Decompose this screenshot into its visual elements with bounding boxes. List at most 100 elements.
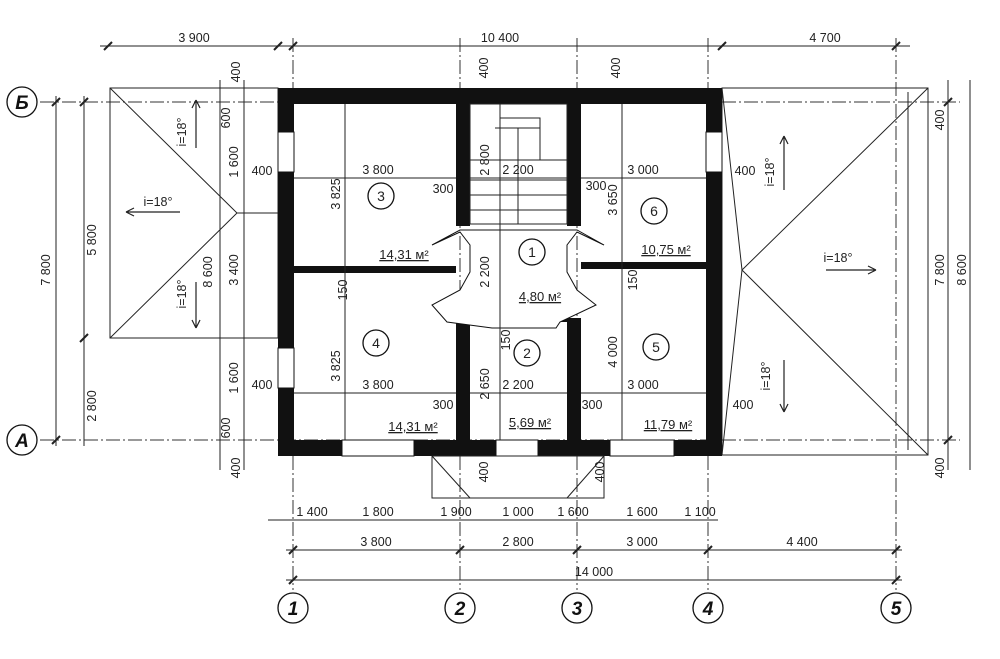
room-3-number: 3 <box>377 188 385 204</box>
axis-bubble-1: 1 <box>277 592 309 624</box>
room-1-number: 1 <box>528 244 536 260</box>
roof-right <box>721 87 929 456</box>
axis-bubble-a: А <box>6 424 38 456</box>
room-2-marker: 2 <box>513 339 541 367</box>
room-dimension-lines <box>294 104 706 440</box>
axis-label-1: 1 <box>288 599 299 620</box>
room-4-number: 4 <box>372 335 380 351</box>
dimension-ticks <box>51 41 953 585</box>
slope-arrow-left <box>125 207 180 217</box>
room-4-area: 14,31 м² <box>388 419 438 434</box>
dim-bottom-5: 1 600 <box>557 505 588 519</box>
dim-left-in-9: 600 <box>219 418 233 439</box>
outer-dimension-lines <box>55 45 971 581</box>
hall-height: 2 200 <box>478 256 492 287</box>
axis-label-5: 5 <box>891 599 902 620</box>
dim-left-in-2: 600 <box>219 108 233 129</box>
room-5-number: 5 <box>652 339 660 355</box>
dim-right-3: 8 600 <box>955 254 969 285</box>
slope-right-mid: i=18° <box>824 251 853 265</box>
room-2-height: 2 650 <box>478 368 492 399</box>
dim-left-in-4: 400 <box>252 164 273 178</box>
wall-400-c: 400 <box>735 164 756 178</box>
dim-bottom-4: 1 000 <box>502 505 533 519</box>
room-5-height: 4 000 <box>606 336 620 367</box>
axis-bubble-b: Б <box>6 86 38 118</box>
slope-left-mid: i=18° <box>144 195 173 209</box>
room-6-width: 3 000 <box>627 163 658 177</box>
axis-label-3: 3 <box>572 599 583 620</box>
dim-left-total: 7 800 <box>39 254 53 285</box>
dim-top-right: 4 700 <box>809 31 840 45</box>
slope-arrow-up-left <box>191 99 201 148</box>
room-6-wall: 300 <box>586 179 607 193</box>
wall-400-d: 400 <box>733 398 754 412</box>
dim-bottom-row2-3: 3 000 <box>626 535 657 549</box>
slope-right-top: i=18° <box>763 158 777 187</box>
dim-bottom-6: 1 600 <box>626 505 657 519</box>
room-3-marker: 3 <box>367 182 395 210</box>
dim-bottom-3: 1 900 <box>440 505 471 519</box>
dim-left-in-1: 400 <box>229 62 243 83</box>
dim-left-bottom: 2 800 <box>85 390 99 421</box>
room-3-height: 3 825 <box>329 178 343 209</box>
room-2-width: 2 200 <box>502 378 533 392</box>
slope-arrow-down-left <box>191 282 201 329</box>
room-5-area: 11,79 м² <box>644 417 693 432</box>
wall-150-b: 150 <box>626 270 640 291</box>
dim-right-2: 7 800 <box>933 254 947 285</box>
dim-left-in-10: 400 <box>229 458 243 479</box>
slope-arrow-down-right <box>779 360 789 413</box>
wall-400-b: 400 <box>609 58 623 79</box>
wall-150-a: 150 <box>336 280 350 301</box>
slope-right-bottom: i=18° <box>759 362 773 391</box>
room-4-wall: 300 <box>433 398 454 412</box>
room-1-marker: 1 <box>518 238 546 266</box>
dim-top-left: 3 900 <box>178 31 209 45</box>
dim-left-in-8: 400 <box>252 378 273 392</box>
room-6-marker: 6 <box>640 197 668 225</box>
axis-bubble-5: 5 <box>880 592 912 624</box>
wall-400-f: 400 <box>593 462 607 483</box>
dim-bottom-row2-2: 2 800 <box>502 535 533 549</box>
axis-bubble-2: 2 <box>444 592 476 624</box>
dim-left-in-7: 1 600 <box>227 362 241 393</box>
dim-top-middle: 10 400 <box>481 31 519 45</box>
dim-left-in-3: 1 600 <box>227 146 241 177</box>
room-3-width: 3 800 <box>362 163 393 177</box>
stair-width: 2 200 <box>502 163 533 177</box>
wall-400-e: 400 <box>477 462 491 483</box>
axis-bubble-4: 4 <box>692 592 724 624</box>
axis-label-b: Б <box>15 93 28 114</box>
room-5-width: 3 000 <box>627 378 658 392</box>
axis-bubble-3: 3 <box>561 592 593 624</box>
room-6-area: 10,75 м² <box>641 242 691 257</box>
wall-150-c: 150 <box>499 330 513 351</box>
dim-left-in-5: 8 600 <box>201 256 215 287</box>
room-2-area: 5,69 м² <box>509 415 552 430</box>
dim-bottom-row2-1: 3 800 <box>360 535 391 549</box>
room-5-marker: 5 <box>642 333 670 361</box>
room-3-area: 14,31 м² <box>379 247 429 262</box>
axis-label-2: 2 <box>454 599 466 620</box>
room-4-height: 3 825 <box>329 350 343 381</box>
axis-label-4: 4 <box>702 599 714 620</box>
axis-label-a: А <box>14 431 29 452</box>
dim-bottom-2: 1 800 <box>362 505 393 519</box>
slope-arrow-up-right <box>779 135 789 190</box>
hall-outline <box>431 229 605 329</box>
room-3-wall: 300 <box>433 182 454 196</box>
slope-left-bottom: i=18° <box>175 280 189 309</box>
slope-left-top: i=18° <box>175 118 189 147</box>
dim-bottom-7: 1 100 <box>684 505 715 519</box>
room-6-height: 3 650 <box>606 184 620 215</box>
room-1-area: 4,80 м² <box>519 289 562 304</box>
room-4-marker: 4 <box>362 329 390 357</box>
dim-bottom-1: 1 400 <box>296 505 327 519</box>
room-2-number: 2 <box>523 345 531 361</box>
dim-total: 14 000 <box>575 565 613 579</box>
porch <box>431 455 605 499</box>
slope-arrow-right <box>826 265 877 275</box>
room-6-number: 6 <box>650 203 658 219</box>
